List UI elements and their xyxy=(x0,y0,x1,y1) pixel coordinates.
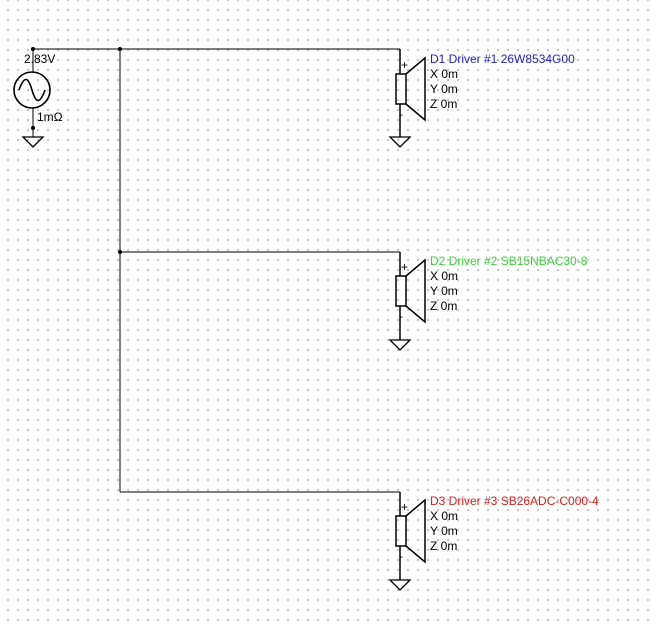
d1-driver-title[interactable]: D1 Driver #1 26W8534G00 xyxy=(430,52,575,66)
junction-node xyxy=(31,126,35,130)
d2-driver-title[interactable]: D2 Driver #2 SB15NBAC30-8 xyxy=(430,254,588,268)
d1-z-coord: Z 0m xyxy=(430,97,458,111)
d3-x-coord: X 0m xyxy=(430,509,459,523)
ground-icon xyxy=(21,136,45,148)
junction-node xyxy=(118,250,122,254)
d2-z-coord: Z 0m xyxy=(430,299,458,313)
d3-z-coord: Z 0m xyxy=(430,539,458,553)
d1-minus-label: - xyxy=(399,107,403,121)
source-resistance-label: 1mΩ xyxy=(37,110,63,124)
speaker-icon-d3[interactable] xyxy=(388,492,426,591)
d3-minus-label: - xyxy=(399,549,403,563)
source-voltage-label: 2.83V xyxy=(24,52,56,66)
d2-y-coord: Y 0m xyxy=(430,284,458,298)
d2-plus-label: + xyxy=(401,260,409,274)
d3-driver-title[interactable]: D3 Driver #3 SB26ADC-C000-4 xyxy=(430,494,599,508)
d2-x-coord: X 0m xyxy=(430,269,459,283)
ac-voltage-source[interactable] xyxy=(13,71,51,109)
junction-node xyxy=(118,47,122,51)
speaker-icon-d2[interactable] xyxy=(388,252,426,351)
d1-x-coord: X 0m xyxy=(430,67,459,81)
d1-y-coord: Y 0m xyxy=(430,82,458,96)
d3-plus-label: + xyxy=(401,500,409,514)
d3-y-coord: Y 0m xyxy=(430,524,458,538)
d2-minus-label: - xyxy=(399,309,403,323)
speaker-icon-d1[interactable] xyxy=(388,49,426,148)
junction-node xyxy=(31,47,35,51)
d1-plus-label: + xyxy=(401,58,409,72)
